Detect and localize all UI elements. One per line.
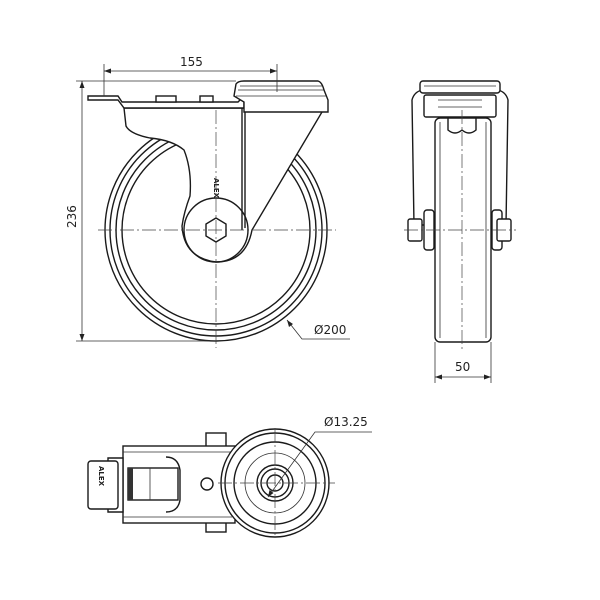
plate-top	[122, 445, 236, 524]
dim-236: 236	[65, 205, 79, 228]
dim-200: Ø200	[314, 323, 346, 337]
mount-hole	[200, 477, 214, 491]
pedal-logo: ALEX	[97, 466, 105, 487]
dim-13-25: Ø13.25	[324, 415, 368, 429]
swivel-head	[233, 80, 329, 113]
dimension-bore: Ø13.25	[267, 415, 372, 498]
dimension-width-overall: 155	[103, 55, 278, 96]
side-view: ALEX 155 236 Ø200	[65, 55, 350, 348]
dimension-height-overall: 236	[65, 80, 236, 342]
bolt-top-icon	[205, 432, 227, 448]
fork-side	[123, 107, 323, 263]
brake-pedal	[87, 460, 119, 510]
front-view: 50	[404, 80, 516, 383]
dim-50: 50	[455, 360, 470, 374]
swivel-head-front	[419, 80, 501, 94]
dimension-wheel-diameter: Ø200	[286, 319, 350, 340]
brake-pin	[155, 95, 177, 103]
dimension-wheel-width: 50	[434, 342, 492, 383]
dim-155: 155	[180, 55, 203, 69]
top-view: ALEX Ø13.25	[87, 415, 372, 538]
